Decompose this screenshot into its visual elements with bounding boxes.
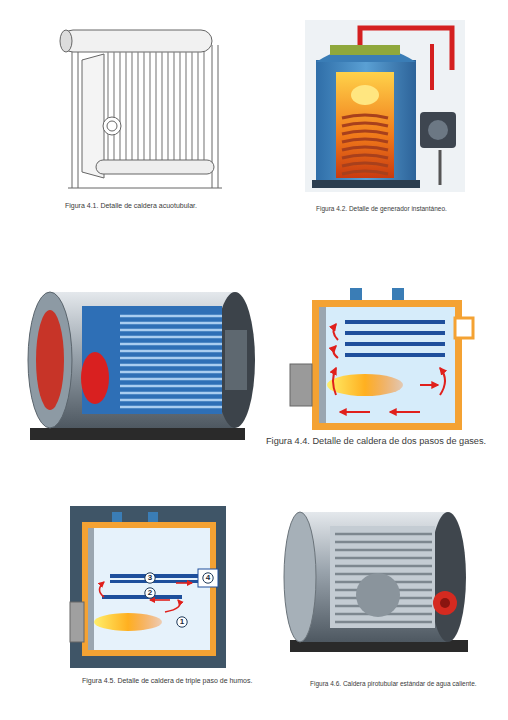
figure-caption: Figura 4.1. Detalle de caldera acuotubul…: [65, 202, 197, 210]
callout-number: 4: [202, 572, 214, 584]
figure-caption: Figura 4.5. Detalle de caldera de triple…: [82, 677, 252, 685]
fire-tube-boiler: [28, 292, 255, 440]
three-pass-schematic: [70, 506, 226, 668]
two-pass-schematic: [290, 288, 473, 430]
callout-circle: 1: [176, 616, 188, 628]
water-tube-boiler: [60, 30, 222, 188]
instant-generator: [305, 20, 465, 192]
callout-circle: 3: [144, 572, 156, 584]
callout-circle: 2: [144, 587, 156, 599]
hot-water-boiler: [284, 512, 468, 652]
callout-number: 2: [144, 587, 156, 599]
callout-number: 3: [144, 572, 156, 584]
callout-number: 1: [176, 616, 188, 628]
figure-caption: Figura 4.2. Detalle de generador instant…: [316, 205, 447, 213]
figure-caption: Figura 4.6. Caldera pirotubular estándar…: [310, 680, 477, 688]
figure-caption: Figura 4.4. Detalle de caldera de dos pa…: [266, 436, 486, 447]
callout-circle: 4: [202, 572, 214, 584]
